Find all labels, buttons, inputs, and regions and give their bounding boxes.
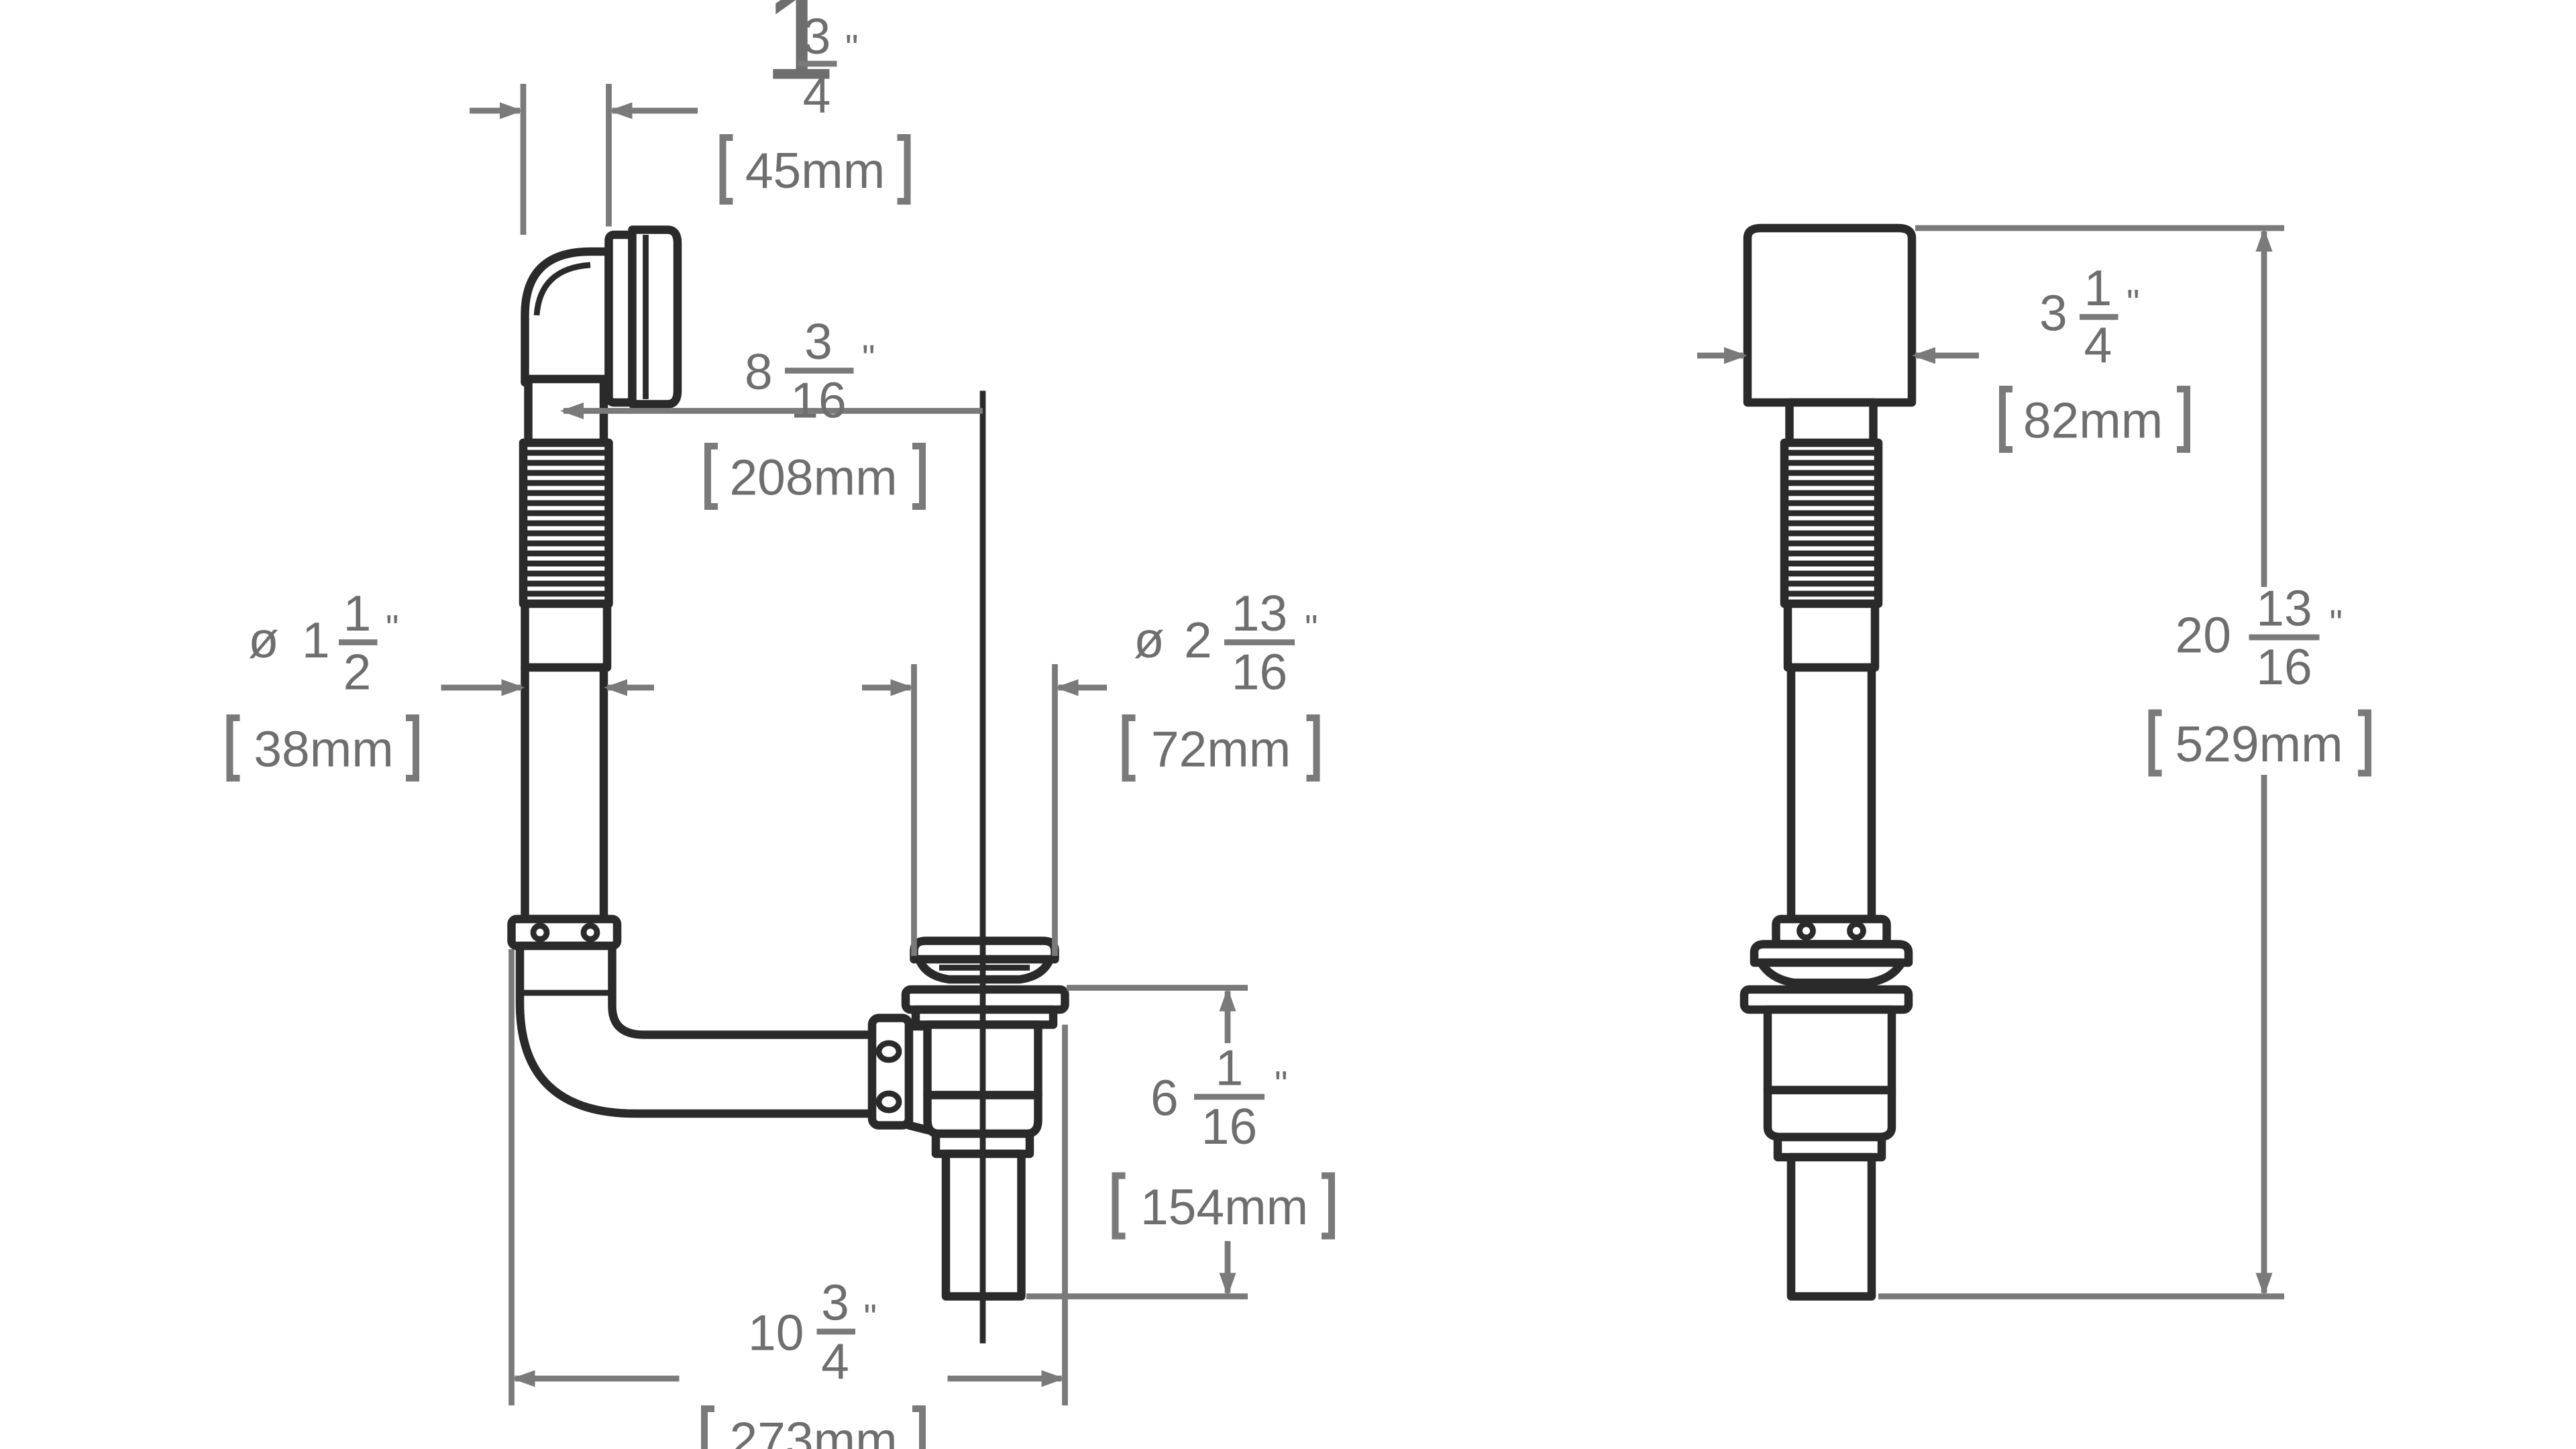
svg-text:": " xyxy=(864,1297,877,1338)
svg-text:3: 3 xyxy=(803,8,831,64)
front-tailpiece xyxy=(1786,1152,1876,1301)
svg-text:2: 2 xyxy=(343,644,372,700)
svg-text:": " xyxy=(386,607,399,649)
svg-text:38mm: 38mm xyxy=(254,721,393,777)
svg-text:3: 3 xyxy=(2039,285,2068,341)
front-pipe-lower xyxy=(1786,663,1876,924)
dimension-lines xyxy=(441,84,2284,1405)
front-view xyxy=(1739,223,1917,1301)
overflow-elbow-seam xyxy=(533,262,591,316)
dim-pipe-diameter: ø 1 1 2 " 38mm xyxy=(226,585,419,782)
front-nut-bolt-right xyxy=(1847,921,1866,941)
svg-text:": " xyxy=(1305,607,1318,649)
svg-text:": " xyxy=(2330,602,2343,644)
svg-text:72mm: 72mm xyxy=(1151,721,1291,777)
front-collar xyxy=(1783,599,1880,672)
svg-text:": " xyxy=(862,337,875,379)
overflow-pipe-lower xyxy=(521,663,608,924)
svg-text:273mm: 273mm xyxy=(729,1412,897,1449)
side-view xyxy=(507,225,1069,1344)
front-corrugation-ribs xyxy=(1784,449,1878,597)
svg-text:16: 16 xyxy=(790,372,846,429)
tee-bolt-bottom xyxy=(875,1090,902,1114)
svg-text:ø: ø xyxy=(248,612,279,668)
dim-overflow-height: 8 3 16 " 208mm xyxy=(704,313,926,510)
front-stopper-cap xyxy=(1750,940,1913,967)
svg-text:1: 1 xyxy=(343,585,372,641)
dim-tailpiece-length: 6 1 16 " 154mm xyxy=(1112,1040,1335,1240)
front-nut-bolt-left xyxy=(1796,921,1816,941)
overflow-faceplate xyxy=(628,225,682,409)
svg-text:1: 1 xyxy=(763,0,836,107)
nut-bolt-left xyxy=(530,922,550,943)
svg-text:4: 4 xyxy=(803,67,831,123)
front-drain-body xyxy=(1763,1005,1896,1095)
overflow-faceplate-front xyxy=(1743,223,1917,407)
svg-text:13: 13 xyxy=(2256,580,2312,637)
front-stopper-base xyxy=(1756,958,1907,987)
svg-text:10: 10 xyxy=(748,1305,804,1361)
svg-text:529mm: 529mm xyxy=(2175,716,2343,772)
dim-overflow-offset: 1 3 4 " 45mm xyxy=(719,0,911,205)
svg-text:4: 4 xyxy=(821,1333,849,1389)
svg-text:82mm: 82mm xyxy=(2023,392,2163,449)
svg-text:": " xyxy=(845,27,859,68)
svg-text:154mm: 154mm xyxy=(1140,1179,1308,1235)
dim-drain-diameter: ø 2 13 16 " 72mm xyxy=(1122,585,1320,782)
pipe-collar xyxy=(521,599,612,672)
svg-text:1: 1 xyxy=(2084,260,2112,316)
front-drain-shoulder xyxy=(1763,1085,1896,1142)
tee-bolt-top xyxy=(875,1040,902,1063)
dim-faceplate-width: 3 1 4 " 82mm xyxy=(1999,260,2190,453)
dim-overall-width: 10 3 4 " 273mm xyxy=(701,1275,926,1449)
corrugation-ribs xyxy=(523,449,609,597)
svg-text:16: 16 xyxy=(1201,1098,1257,1155)
dim-overall-height: 20 13 16 " 529mm xyxy=(2148,580,2371,777)
svg-text:ø: ø xyxy=(1134,612,1165,668)
svg-text:2: 2 xyxy=(1184,612,1212,668)
svg-text:1: 1 xyxy=(302,612,330,668)
svg-text:45mm: 45mm xyxy=(745,142,885,199)
svg-text:13: 13 xyxy=(1232,585,1287,641)
svg-text:3: 3 xyxy=(821,1275,849,1331)
svg-text:20: 20 xyxy=(2176,607,2231,663)
svg-text:208mm: 208mm xyxy=(729,449,897,506)
svg-text:16: 16 xyxy=(2256,639,2312,695)
svg-text:": " xyxy=(2127,282,2140,323)
svg-text:1: 1 xyxy=(1216,1040,1244,1096)
svg-text:4: 4 xyxy=(2084,317,2112,373)
waste-elbow xyxy=(515,941,880,1118)
svg-text:8: 8 xyxy=(745,343,773,400)
svg-text:6: 6 xyxy=(1150,1070,1179,1126)
svg-text:": " xyxy=(1275,1063,1288,1105)
svg-text:3: 3 xyxy=(804,313,833,370)
nut-bolt-right xyxy=(580,922,600,943)
svg-text:16: 16 xyxy=(1232,644,1287,700)
